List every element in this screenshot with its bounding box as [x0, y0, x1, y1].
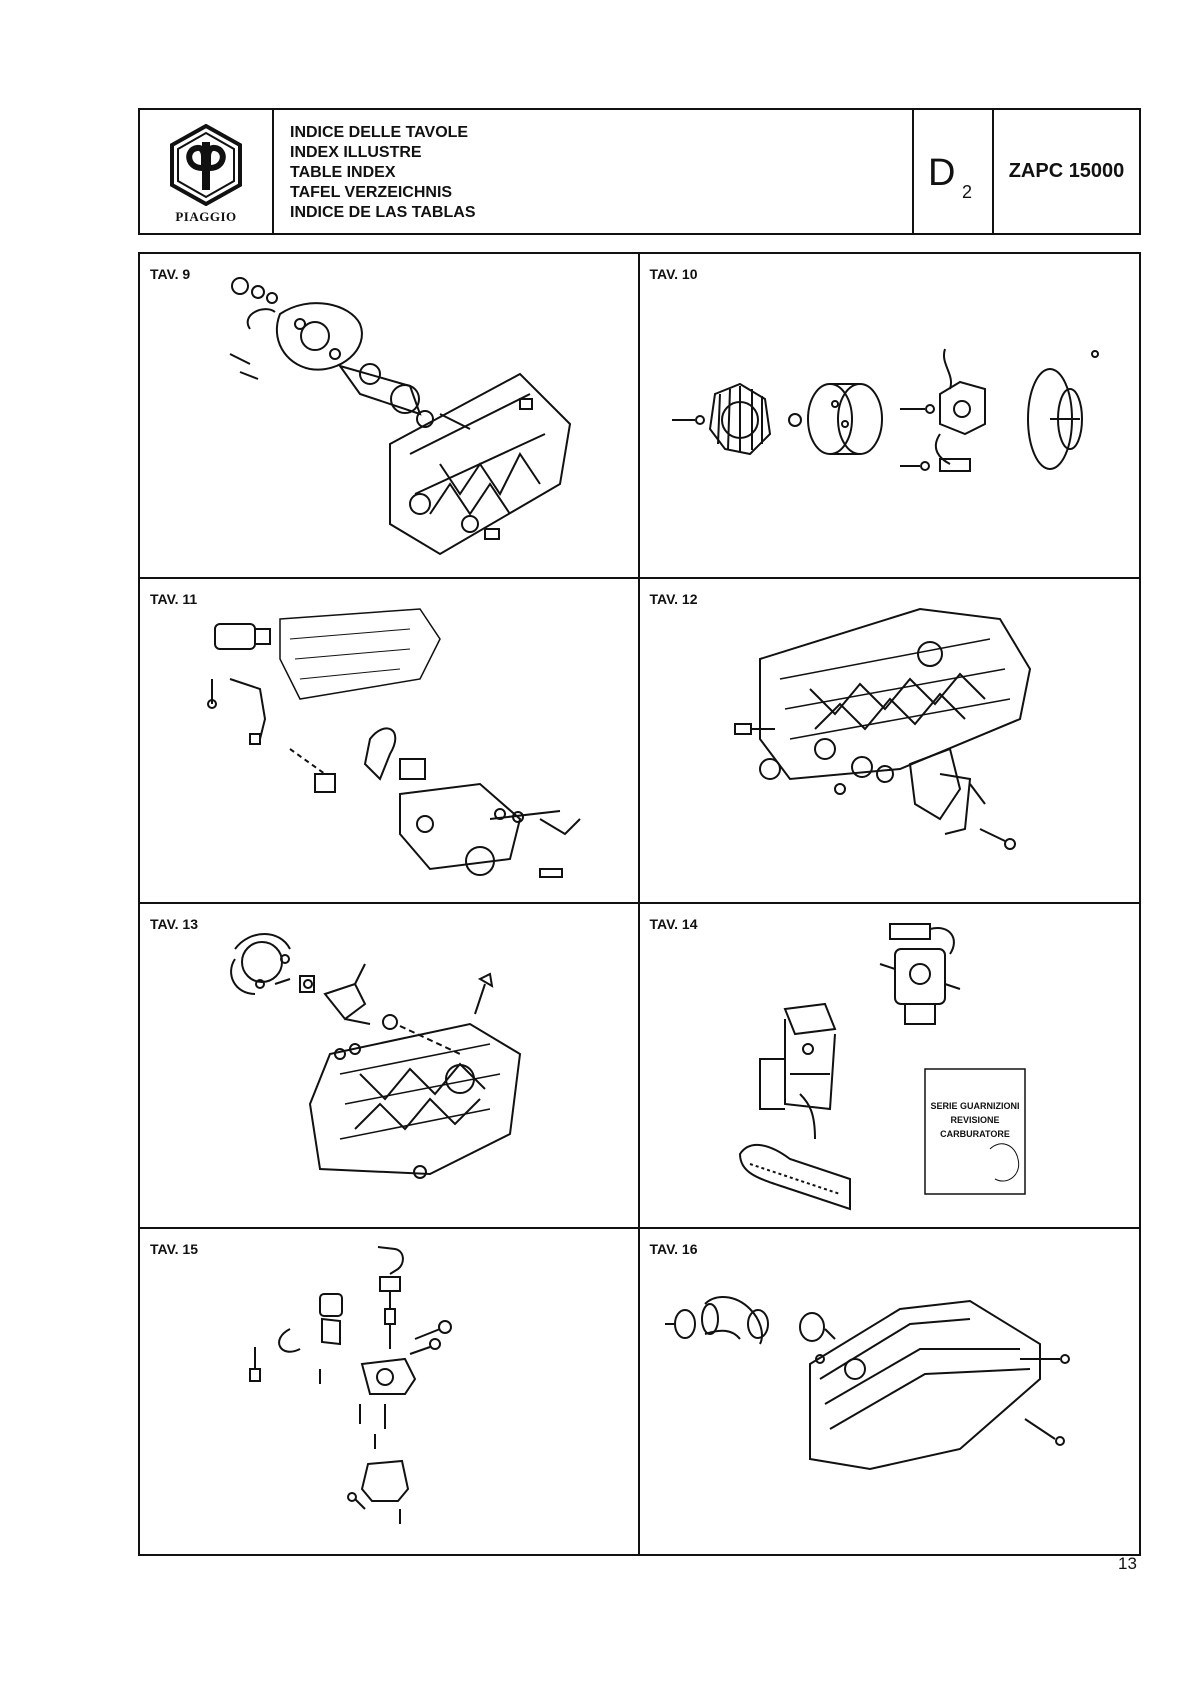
plate-tav-16: TAV. 16	[640, 1229, 1140, 1554]
plate-tav-15: TAV. 15	[140, 1229, 640, 1554]
carburetor-exploded-drawing-icon	[249, 1246, 452, 1524]
plate-tav-10: TAV. 10	[639, 254, 1139, 579]
gasket-kit-line-3: CARBURATORE	[940, 1129, 1010, 1139]
plate-label: TAV. 13	[150, 916, 198, 932]
crankcase-crankshaft-drawing-icon	[229, 277, 572, 556]
logo-cell: PIAGGIO	[140, 110, 274, 233]
index-titles: INDICE DELLE TAVOLE INDEX ILLUSTRE TABLE…	[274, 110, 914, 233]
flywheel-stator-drawing-icon	[671, 348, 1099, 472]
plate-tav-12: TAV. 12	[639, 579, 1139, 904]
piaggio-logo-icon	[170, 124, 242, 206]
plate-tav-13: TAV. 13	[140, 904, 640, 1229]
plate-tav-9: TAV. 9	[140, 254, 640, 579]
title-en: INDEX ILLUSTRE	[290, 144, 422, 161]
title-fr: TABLE INDEX	[290, 164, 396, 181]
plate-tav-11: TAV. 11	[140, 579, 640, 904]
plate-label: TAV. 9	[150, 266, 191, 282]
plate-label: TAV. 15	[150, 1241, 198, 1257]
air-filter-box-drawing-icon	[664, 1296, 1070, 1471]
title-it: INDICE DELLE TAVOLE	[290, 124, 469, 141]
gasket-kit-line-1: SERIE GUARNIZIONI	[930, 1101, 1019, 1111]
section-code: D 2	[914, 110, 994, 233]
gasket-kit-box: SERIE GUARNIZIONI REVISIONE CARBURATORE	[923, 1068, 1026, 1195]
header-table: PIAGGIO INDICE DELLE TAVOLE INDEX ILLUST…	[138, 108, 1141, 235]
carburetor-kit-drawing-icon: SERIE GUARNIZIONI REVISIONE CARBURATORE	[738, 923, 1026, 1211]
plates-grid: TAV. 9 TAV. 10	[138, 252, 1141, 1556]
plate-label: TAV. 11	[150, 591, 198, 607]
model-code: ZAPC 15000	[1008, 160, 1125, 182]
page-number: 13	[1118, 1554, 1137, 1573]
plate-label: TAV. 10	[649, 266, 698, 282]
brake-shoes-crankcase-drawing-icon	[230, 933, 522, 1179]
section-code-letter: D	[928, 152, 956, 194]
plate-label: TAV. 12	[649, 591, 698, 607]
plate-label: TAV. 16	[649, 1241, 698, 1257]
plate-label: TAV. 14	[649, 916, 698, 932]
logo-text: PIAGGIO	[175, 209, 237, 224]
plate-tav-14: TAV. 14 SERIE GUARNIZI	[639, 904, 1139, 1229]
gasket-kit-line-2: REVISIONE	[950, 1115, 999, 1125]
starter-motor-kickstart-drawing-icon	[207, 608, 581, 878]
crankcase-oil-pump-drawing-icon	[733, 607, 1031, 850]
section-code-subscript: 2	[962, 182, 973, 202]
title-es: INDICE DE LAS TABLAS	[290, 204, 476, 221]
title-de: TAFEL VERZEICHNIS	[290, 184, 453, 201]
